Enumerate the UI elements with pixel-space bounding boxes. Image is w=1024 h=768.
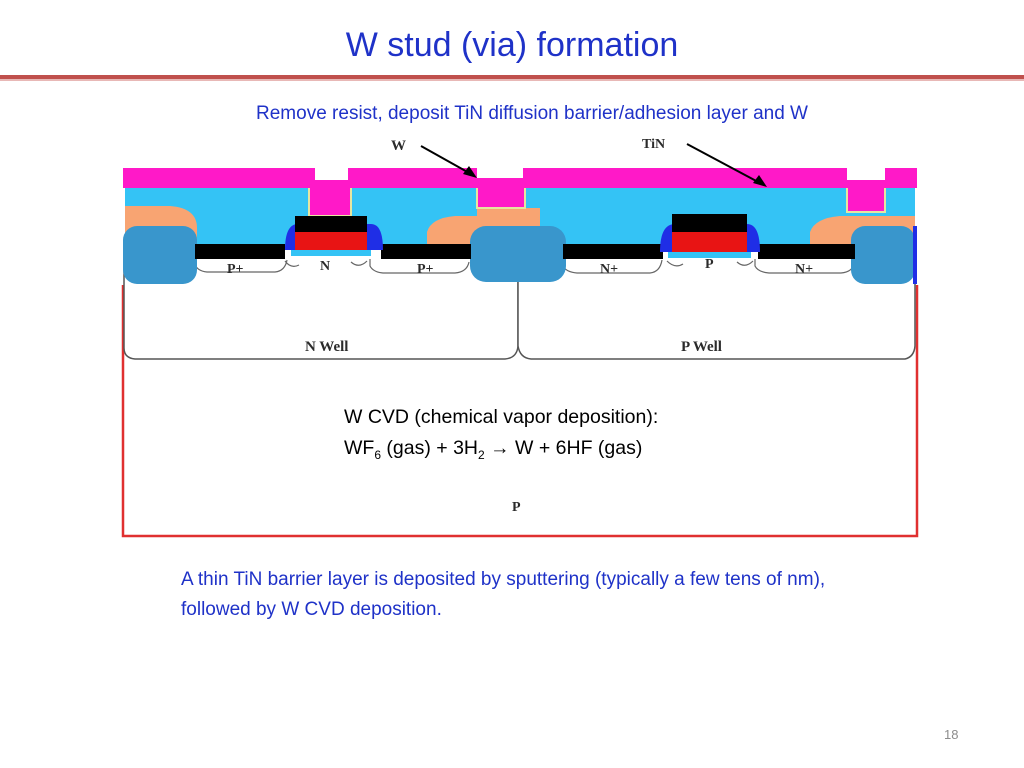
- p-plus-junction-right: [369, 259, 470, 274]
- label-n-well: N Well: [305, 339, 348, 355]
- page-number: 18: [944, 727, 959, 742]
- gate-oxide-right: [668, 252, 751, 258]
- gate-silicide-right: [672, 214, 747, 232]
- sti-mid: [470, 226, 566, 282]
- label-p-plus-right: P+: [417, 262, 434, 277]
- wf-formula: WF: [344, 437, 375, 459]
- label-p-well: P Well: [681, 339, 722, 355]
- n-well: [123, 248, 519, 360]
- right-edge-accent: [913, 226, 917, 284]
- label-tin: TiN: [642, 137, 665, 152]
- tin-arrowhead: [753, 175, 767, 187]
- wf-subscript: 6: [374, 447, 382, 462]
- label-p-gate-right: P: [705, 257, 714, 272]
- tin-pointer-arrow: [686, 143, 761, 184]
- silicide-right-2: [758, 244, 855, 259]
- ldd-right-2: [736, 260, 754, 266]
- title-divider-shadow: [0, 79, 1024, 81]
- slide-subtitle: Remove resist, deposit TiN diffusion bar…: [256, 103, 808, 124]
- slide-caption: A thin TiN barrier layer is deposited by…: [181, 569, 826, 620]
- w-arrowhead: [463, 166, 477, 178]
- gate-oxide-left: [291, 250, 371, 256]
- cvd-line-1: W CVD (chemical vapor deposition):: [344, 406, 659, 428]
- ldd-left: [284, 260, 300, 267]
- silicide-left: [195, 244, 285, 259]
- reaction-products: W + 6HF (gas): [515, 437, 643, 459]
- label-n-plus-left: N+: [600, 262, 618, 277]
- substrate-outline: [121, 285, 919, 538]
- label-n-plus-right: N+: [795, 262, 813, 277]
- gate-silicide-left: [295, 216, 367, 232]
- gas-h2-text: (gas) + 3H: [381, 437, 479, 459]
- ldd-left-2: [350, 260, 368, 266]
- slide-title: W stud (via) formation: [345, 26, 679, 64]
- ldd-right: [666, 260, 684, 267]
- cvd-reaction-text: W CVD (chemical vapor deposition): WF6 (…: [344, 402, 658, 471]
- silicide-left-2: [381, 244, 471, 259]
- tungsten-layer: [123, 168, 917, 216]
- w-pointer-arrow: [420, 145, 472, 175]
- h2-subscript: 2: [478, 447, 485, 462]
- label-w: W: [391, 138, 406, 154]
- silicide-right: [563, 244, 663, 259]
- reaction-arrow: →: [484, 437, 516, 459]
- poly-gate-right: [672, 232, 747, 252]
- cmos-cross-section-diagram: W TiN P+ N P+ N+ P N+ N Well P Well P: [121, 137, 919, 538]
- label-p-plus-left: P+: [227, 262, 244, 277]
- sti-right: [851, 226, 915, 284]
- p-well: [517, 248, 916, 360]
- title-divider: [0, 75, 1024, 79]
- sti-left: [123, 226, 197, 284]
- label-n-gate-left: N: [320, 259, 330, 274]
- label-substrate: P: [512, 500, 521, 515]
- cvd-equation: WF6 (gas) + 3H2 → W + 6HF (gas): [344, 433, 658, 471]
- poly-gate-left: [295, 232, 367, 250]
